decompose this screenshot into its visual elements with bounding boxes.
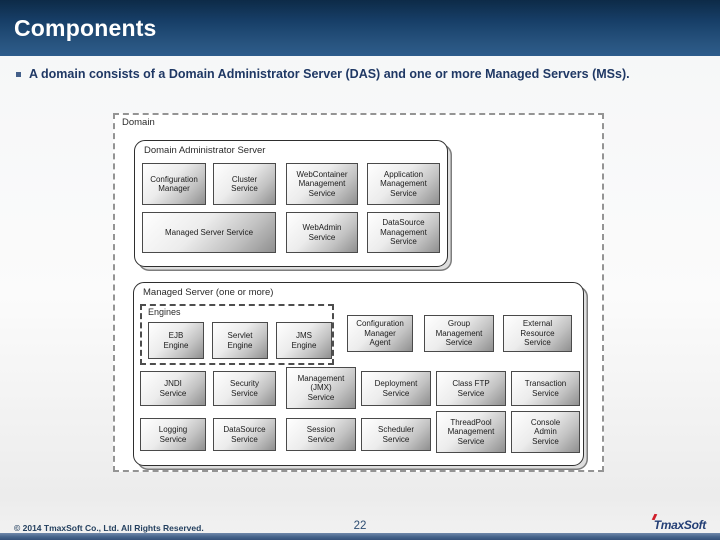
engines-container: Engines EJB Engine Servlet Engine JMS En… <box>140 304 334 365</box>
component-box-logging-service: Logging Service <box>140 418 206 451</box>
component-box-configuration-manager: Configuration Manager <box>142 163 206 205</box>
component-box-servlet-engine: Servlet Engine <box>212 322 268 359</box>
copyright-text: © 2014 TmaxSoft Co., Ltd. All Rights Res… <box>14 523 204 533</box>
bullet-text: A domain consists of a Domain Administra… <box>29 67 630 81</box>
das-label: Domain Administrator Server <box>144 145 266 156</box>
component-box-managed-server-service: Managed Server Service <box>142 212 276 253</box>
bullet-square-icon <box>16 72 21 77</box>
footer-bar <box>0 533 720 540</box>
domain-label: Domain <box>120 117 157 128</box>
das-container: Domain Administrator Server Configuratio… <box>134 140 448 267</box>
component-box-webcontainer-mgmt: WebContainer Management Service <box>286 163 358 205</box>
managed-server-container: Managed Server (one or more) Engines EJB… <box>133 282 584 466</box>
slide-title-bar: Components <box>0 0 720 56</box>
component-box-group-mgmt: Group Management Service <box>424 315 494 352</box>
engines-label: Engines <box>146 307 183 317</box>
component-box-application-mgmt: Application Management Service <box>367 163 440 205</box>
page-number: 22 <box>353 520 367 532</box>
component-box-external-resource: External Resource Service <box>503 315 572 352</box>
managed-server-label: Managed Server (one or more) <box>143 287 274 298</box>
component-box-ejb-engine: EJB Engine <box>148 322 204 359</box>
component-box-session-service: Session Service <box>286 418 356 451</box>
tmaxsoft-logo: TmaxSoft <box>651 513 707 532</box>
component-box-datasource-service: DataSource Service <box>213 418 276 451</box>
component-box-config-manager-agent: Configuration Manager Agent <box>347 315 413 352</box>
component-box-scheduler-service: Scheduler Service <box>361 418 431 451</box>
component-box-datasource-mgmt: DataSource Management Service <box>367 212 440 253</box>
component-box-management-jmx: Management (JMX) Service <box>286 367 356 409</box>
component-box-deployment-service: Deployment Service <box>361 371 431 406</box>
domain-diagram: Domain Domain Administrator Server Confi… <box>113 113 604 472</box>
bullet-item: A domain consists of a Domain Administra… <box>16 67 716 82</box>
component-box-class-ftp-service: Class FTP Service <box>436 371 506 406</box>
component-box-jndi-service: JNDI Service <box>140 371 206 406</box>
logo-text: TmaxSoft <box>653 518 707 532</box>
component-box-cluster-service: Cluster Service <box>213 163 276 205</box>
page-title: Components <box>14 14 157 41</box>
component-box-threadpool-mgmt: ThreadPool Management Service <box>436 411 506 453</box>
component-box-jms-engine: JMS Engine <box>276 322 332 359</box>
component-box-console-admin: Console Admin Service <box>511 411 580 453</box>
component-box-security-service: Security Service <box>213 371 276 406</box>
component-box-webadmin-service: WebAdmin Service <box>286 212 358 253</box>
component-box-transaction-service: Transaction Service <box>511 371 580 406</box>
